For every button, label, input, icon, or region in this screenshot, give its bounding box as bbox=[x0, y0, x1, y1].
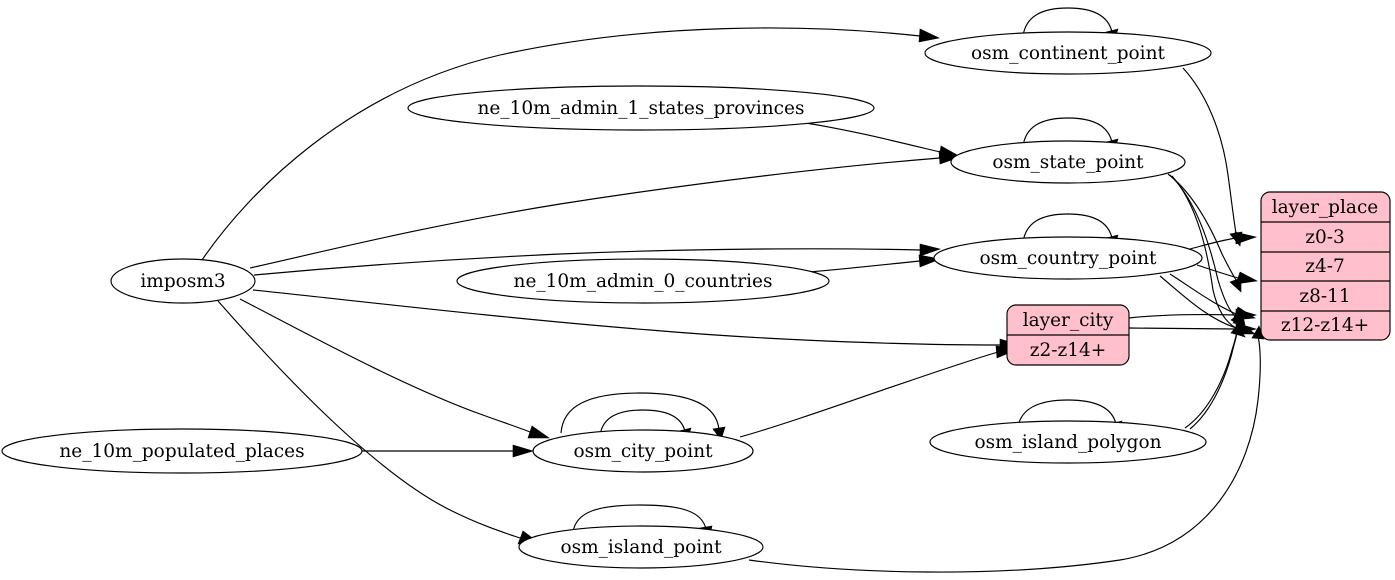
edge-imposm3-to-osm_state_point bbox=[249, 150, 961, 269]
node-osm_city_point[interactable]: osm_city_point bbox=[532, 429, 754, 473]
edge-osm_city_point-to-layer_city bbox=[739, 345, 1020, 438]
edge-osm_country_point-to-layer_place_z4_7 bbox=[1196, 264, 1258, 285]
edge-ne_places-to-osm_city_point bbox=[362, 444, 535, 458]
record-node-layer_city[interactable]: layer_city z2-z14+ bbox=[1006, 304, 1130, 366]
node-osm_island_point[interactable]: osm_island_point bbox=[518, 525, 764, 569]
edge-self-loop-osm_city_point-outer bbox=[560, 392, 726, 441]
edge-osm_island_polygon-to-layer_place_z8_11 bbox=[1189, 310, 1246, 430]
node-ne_countries-label: ne_10m_admin_0_countries bbox=[514, 271, 773, 292]
node-ne_10m_admin_1_states_provinces[interactable]: ne_10m_admin_1_states_provinces bbox=[407, 85, 875, 131]
node-imposm3[interactable]: imposm3 bbox=[110, 258, 256, 304]
edge-ne_countries-to-osm_country_point bbox=[809, 254, 942, 273]
edge-osm_country_point-to-layer_place_z0_3 bbox=[1189, 231, 1258, 250]
record-layer: layer_place z0-3 z4-7 z8-11 z12-z14+ lay… bbox=[1006, 191, 1391, 366]
node-osm_island_polygon-label: osm_island_polygon bbox=[974, 432, 1161, 453]
record-row-layer_city-header: layer_city bbox=[1023, 310, 1114, 331]
node-imposm3-label: imposm3 bbox=[140, 271, 225, 292]
edge-layer bbox=[201, 7, 1265, 573]
node-ne_states-label: ne_10m_admin_1_states_provinces bbox=[478, 98, 805, 119]
edge-osm_island_polygon-to-layer_place_z12_z14 bbox=[1184, 321, 1244, 429]
node-osm_country_point-label: osm_country_point bbox=[980, 248, 1158, 269]
edge-osm_continent_point-to-layer_place_z0_3 bbox=[1182, 67, 1243, 247]
record-row-layer_place-z12-z14[interactable]: z12-z14+ bbox=[1281, 315, 1369, 336]
node-ne_10m_populated_places[interactable]: ne_10m_populated_places bbox=[1, 428, 363, 474]
record-row-layer_place-z0-3[interactable]: z0-3 bbox=[1305, 227, 1345, 248]
edge-imposm3-to-osm_continent_point bbox=[201, 27, 940, 261]
edge-imposm3-to-osm_island_point bbox=[217, 300, 540, 545]
record-row-layer_city-z2-z14[interactable]: z2-z14+ bbox=[1030, 340, 1107, 361]
node-ne_places-label: ne_10m_populated_places bbox=[59, 441, 304, 462]
node-osm_state_point-label: osm_state_point bbox=[992, 152, 1144, 173]
node-layer: imposm3 ne_10m_admin_1_states_provinces … bbox=[1, 31, 1212, 569]
record-node-layer_place[interactable]: layer_place z0-3 z4-7 z8-11 z12-z14+ bbox=[1260, 191, 1391, 341]
node-osm_state_point[interactable]: osm_state_point bbox=[950, 140, 1186, 184]
record-row-layer_place-z4-7[interactable]: z4-7 bbox=[1305, 256, 1345, 277]
node-osm_country_point[interactable]: osm_country_point bbox=[933, 236, 1203, 280]
node-ne_10m_admin_0_countries[interactable]: ne_10m_admin_0_countries bbox=[456, 258, 830, 304]
node-osm_island_polygon[interactable]: osm_island_polygon bbox=[929, 420, 1207, 464]
record-row-layer_place-z8-11[interactable]: z8-11 bbox=[1299, 286, 1350, 307]
node-osm_island_point-label: osm_island_point bbox=[560, 537, 722, 558]
node-osm_continent_point[interactable]: osm_continent_point bbox=[924, 31, 1212, 75]
node-osm_city_point-label: osm_city_point bbox=[573, 441, 713, 462]
node-osm_continent_point-label: osm_continent_point bbox=[971, 43, 1165, 64]
edge-imposm3-to-osm_city_point bbox=[239, 298, 550, 439]
edge-imposm3-to-osm_country_point bbox=[253, 243, 942, 276]
record-row-layer_place-header: layer_place bbox=[1272, 197, 1379, 218]
edge-ne_states-to-osm_state_point bbox=[799, 121, 960, 159]
